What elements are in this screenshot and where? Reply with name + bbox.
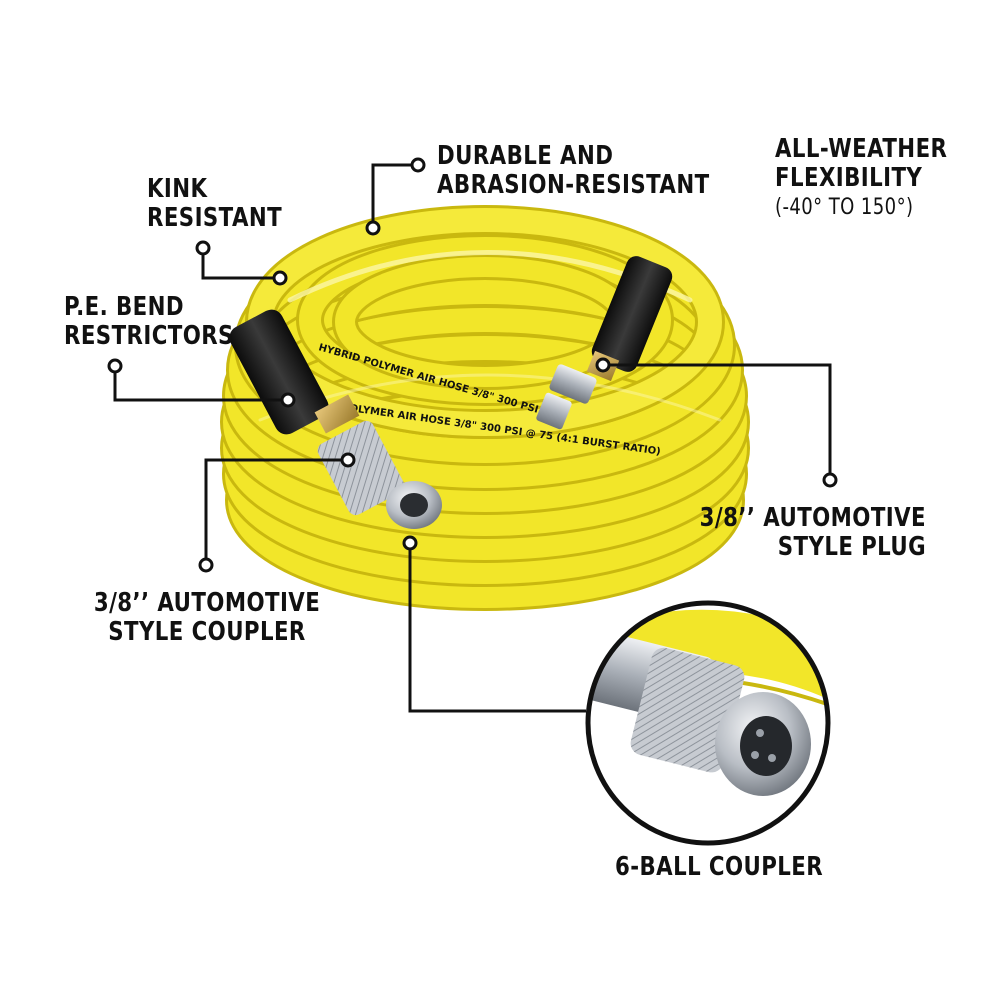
leader-durable	[371, 163, 418, 228]
label-coupler-line1: 3/8’’ AUTOMOTIVE	[93, 588, 321, 618]
dot-coupler-label	[198, 557, 214, 573]
label-durable-line1: DURABLE AND	[437, 141, 614, 171]
label-bend: P.E. BEND RESTRICTORS	[64, 293, 234, 351]
label-plug-line1: 3/8’’ AUTOMOTIVE	[699, 503, 926, 533]
coupler-assembly	[229, 309, 442, 529]
label-bend-line1: P.E. BEND	[64, 292, 184, 322]
leader-kink	[201, 248, 280, 280]
label-kink: KINK RESISTANT	[147, 175, 282, 233]
label-bend-line2: RESTRICTORS	[64, 321, 234, 351]
dot-kink-hose	[272, 270, 288, 286]
label-all-weather-line1: ALL-WEATHER	[775, 134, 948, 164]
label-coupler: 3/8’’ AUTOMOTIVE STYLE COUPLER	[88, 589, 326, 647]
label-kink-line2: RESISTANT	[147, 203, 283, 233]
label-six-ball-line1: 6-BALL COUPLER	[615, 852, 824, 882]
dot-plug-label	[822, 472, 838, 488]
dot-bend-fitting	[280, 392, 296, 408]
plug-assembly	[536, 256, 673, 430]
callout-leaders	[113, 163, 832, 713]
leader-bend	[113, 366, 288, 402]
leader-coupler	[204, 458, 348, 560]
dot-plug-fitting	[595, 357, 611, 373]
zoom-inset	[585, 600, 831, 846]
label-plug-line2: STYLE PLUG	[777, 532, 926, 562]
label-durable: DURABLE AND ABRASION-RESISTANT	[437, 142, 710, 200]
label-plug: 3/8’’ AUTOMOTIVE STYLE PLUG	[700, 504, 926, 562]
callout-dots	[107, 157, 838, 573]
label-six-ball: 6-BALL COUPLER	[615, 853, 823, 882]
dot-durable-hose	[365, 220, 381, 236]
label-durable-line2: ABRASION-RESISTANT	[437, 170, 710, 200]
dot-durable-label	[410, 157, 426, 173]
dot-six-ball	[402, 535, 418, 551]
label-kink-line1: KINK	[147, 174, 208, 204]
leader-six-ball	[408, 545, 586, 713]
dot-bend-label	[107, 358, 123, 374]
leader-plug	[603, 363, 832, 480]
label-all-weather: ALL-WEATHER FLEXIBILITY (-40° TO 150°)	[775, 135, 947, 222]
label-all-weather-range: (-40° TO 150°)	[775, 195, 914, 220]
dot-kink-label	[195, 240, 211, 256]
label-coupler-line2: STYLE COUPLER	[108, 617, 306, 647]
label-all-weather-line2: FLEXIBILITY	[775, 163, 923, 193]
dot-coupler-fitting	[340, 452, 356, 468]
